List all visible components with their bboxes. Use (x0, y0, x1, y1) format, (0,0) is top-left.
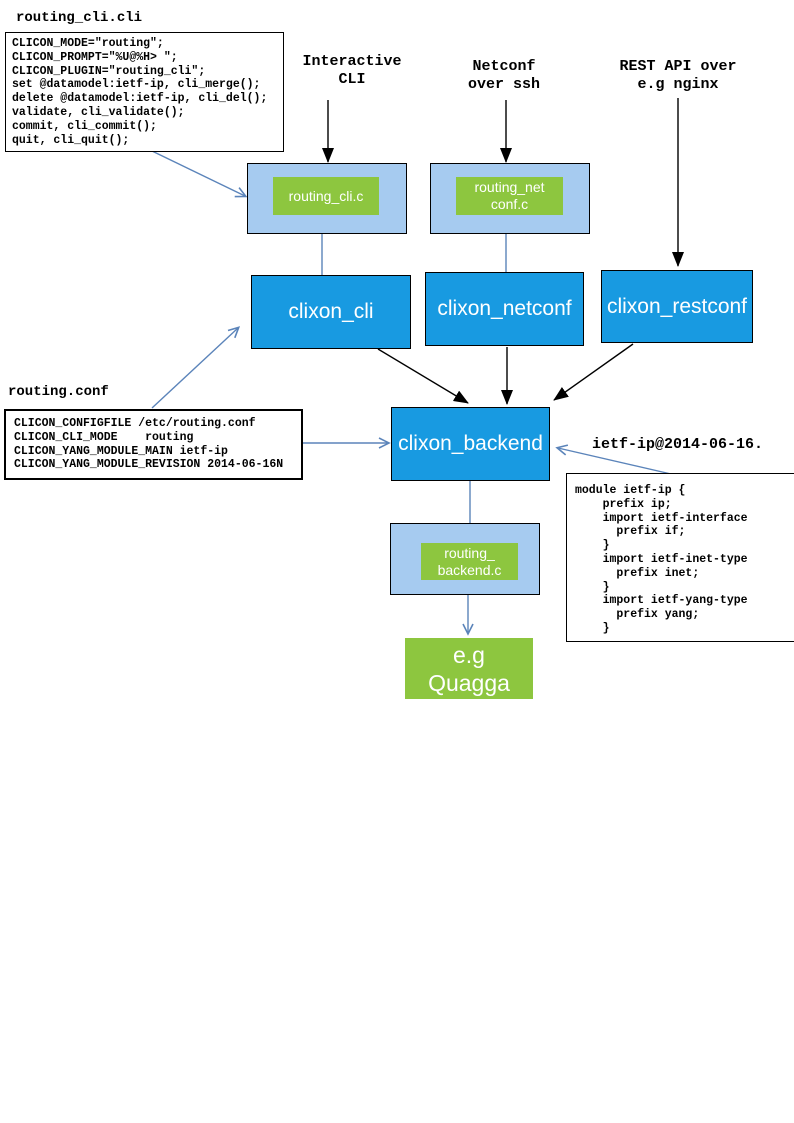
rest-api-label: REST API over e.g nginx (619, 58, 737, 93)
conf-title: routing.conf (8, 384, 109, 400)
clixon-restconf-box: clixon_restconf (601, 270, 753, 343)
arrow-cli-config-to-cli-plugin (151, 150, 248, 198)
clixon-netconf-box: clixon_netconf (425, 272, 584, 346)
backend-plugin-chip: routing_ backend.c (421, 543, 518, 580)
cli-config-codebox: CLICON_MODE="routing"; CLICON_PROMPT="%U… (5, 32, 284, 152)
netconf-plugin-chip: routing_net conf.c (456, 177, 563, 215)
netconf-ssh-label: Netconf over ssh (467, 58, 540, 93)
cli-plugin-container: routing_cli.c (247, 163, 407, 234)
interactive-cli-label: Interactive CLI (302, 53, 402, 88)
arrow-cli-to-backend (377, 348, 469, 404)
clixon-cli-box: clixon_cli (251, 275, 411, 349)
netconf-plugin-container: routing_net conf.c (430, 163, 590, 234)
conf-codebox: CLICON_CONFIGFILE /etc/routing.conf CLIC… (4, 409, 303, 480)
clixon-backend-box: clixon_backend (391, 407, 550, 481)
arrow-conf-to-clixon-cli (151, 326, 241, 409)
cli-config-title: routing_cli.cli (16, 10, 143, 26)
arrow-restconf-to-backend (553, 343, 634, 401)
yang-module-codebox: module ietf-ip { prefix ip; import ietf-… (566, 473, 794, 642)
quagga-box: e.g Quagga (405, 638, 533, 699)
backend-plugin-container: routing_ backend.c (390, 523, 540, 595)
yang-module-label: ietf-ip@2014-06-16. (592, 436, 764, 453)
cli-plugin-chip: routing_cli.c (273, 177, 379, 215)
